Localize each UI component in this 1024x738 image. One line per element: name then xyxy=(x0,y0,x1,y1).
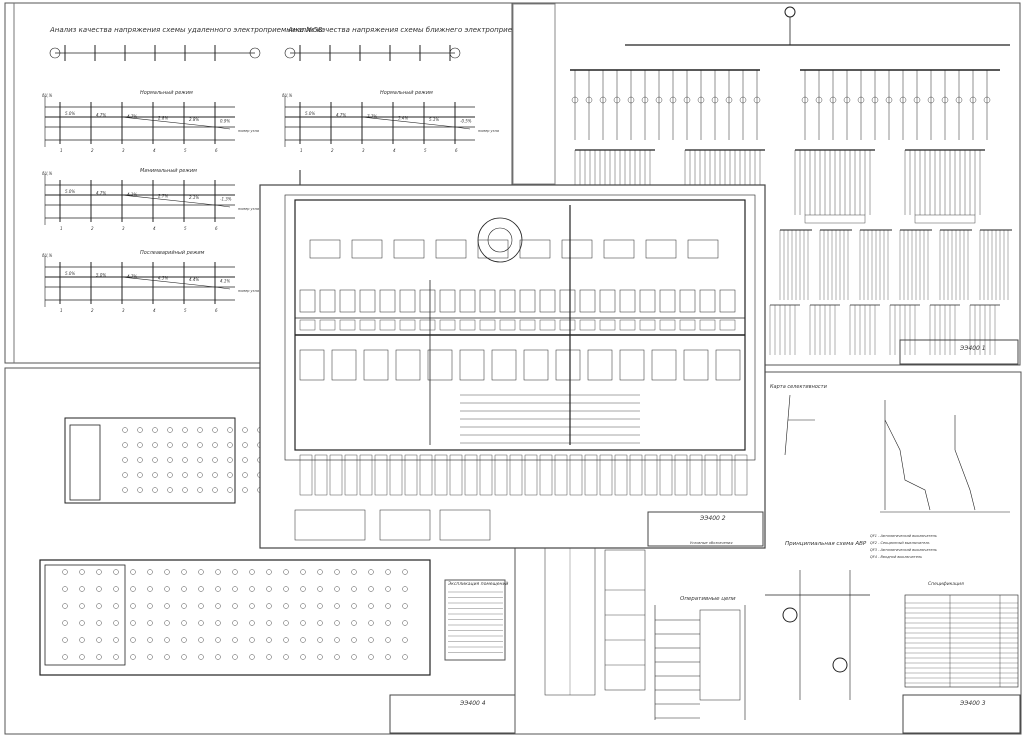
node-tick: 5 xyxy=(424,148,427,153)
chart-left-normal: Нормальный режим δU,% номер узла 1 5.0% 2 4.7%… xyxy=(42,90,259,153)
node-tick: 1 xyxy=(60,226,63,231)
node-tick: 6 xyxy=(215,308,218,313)
node-tick: 6 xyxy=(455,148,458,153)
sheet-floor-plan: ЭЭ400 2 Условные обозначения xyxy=(259,184,766,549)
svg-text:δU,%: δU,% xyxy=(282,93,293,98)
value-label: 4.7% xyxy=(96,113,106,118)
node-tick: 1 xyxy=(300,148,303,153)
node-tick: 4 xyxy=(393,148,396,153)
chart-title: Карта селективности xyxy=(770,384,828,390)
node-tick: 2 xyxy=(91,148,94,153)
chart-mode-title: Нормальный режим xyxy=(380,90,433,96)
value-label: 5.4% xyxy=(398,116,408,121)
chart-left-postfault: Послеаварийный режим δU,% номер узла 1 5.0% 2… xyxy=(42,250,259,313)
svg-text:δU,%: δU,% xyxy=(42,93,53,98)
node-tick: 4 xyxy=(153,148,156,153)
node-tick: 6 xyxy=(215,148,218,153)
svg-text:δU,%: δU,% xyxy=(42,253,53,258)
value-label: 2.1% xyxy=(189,195,199,200)
value-label: 4.7% xyxy=(96,191,106,196)
stamp-sheet2: ЭЭ400 1 xyxy=(959,345,986,352)
value-label: 0.9% xyxy=(220,119,230,124)
legend-title: Экспликация помещений xyxy=(447,581,508,587)
svg-text:номер узла: номер узла xyxy=(238,207,259,211)
plan-note: Условные обозначения xyxy=(690,541,732,545)
node-tick: 2 xyxy=(91,226,94,231)
value-label: -1.3% xyxy=(220,197,232,202)
title-left: Анализ качества напряжения схемы удаленн… xyxy=(49,26,323,34)
node-tick: 5 xyxy=(184,226,187,231)
legend-item: QF1 - Автоматический выключатель xyxy=(870,534,937,538)
spec-title: Спецификация xyxy=(928,581,964,587)
value-label: 5.0% xyxy=(65,189,75,194)
value-label: 5.0% xyxy=(65,111,75,116)
abp-title: Принципиальная схема АВР xyxy=(785,541,867,547)
value-label: 2.7% xyxy=(158,194,168,199)
value-label: 4.4% xyxy=(189,277,199,282)
value-label: 4.5% xyxy=(158,276,168,281)
value-label: 4.7% xyxy=(127,114,137,119)
node-tick: 6 xyxy=(215,226,218,231)
node-tick: 3 xyxy=(122,226,125,231)
stamp-sheet5: ЭЭ400 3 xyxy=(959,700,986,707)
sheet-voltage-analysis: Анализ качества напряжения схемы удаленн… xyxy=(4,2,553,364)
legend-item: QF4 - Вводной выключатель xyxy=(870,555,922,559)
node-tick: 5 xyxy=(184,308,187,313)
value-label: 5.0% xyxy=(305,111,315,116)
node-tick: 2 xyxy=(331,148,334,153)
value-label: 5.1% xyxy=(429,117,439,122)
node-tick: 3 xyxy=(122,148,125,153)
title-right: Анализ качества напряжения схемы ближнег… xyxy=(287,26,553,34)
value-label: 4.7% xyxy=(336,113,346,118)
chart-mode-title: Минимальный режим xyxy=(140,168,197,174)
value-label: -0.5% xyxy=(460,119,472,124)
svg-text:номер узла: номер узла xyxy=(478,129,499,133)
value-label: 7.7% xyxy=(367,114,377,119)
svg-text:δU,%: δU,% xyxy=(42,171,53,176)
value-label: 4.7% xyxy=(127,274,137,279)
legend-item: QF2 - Секционный выключатель xyxy=(870,541,930,545)
chart-mode-title: Нормальный режим xyxy=(140,90,193,96)
stamp-sheet4: ЭЭ400 4 xyxy=(459,700,486,707)
node-tick: 4 xyxy=(153,226,156,231)
node-tick: 5 xyxy=(184,148,187,153)
node-tick: 1 xyxy=(60,148,63,153)
node-tick: 1 xyxy=(60,308,63,313)
value-label: 2.8% xyxy=(189,117,199,122)
stamp-sheet3: ЭЭ400 2 xyxy=(699,515,726,522)
node-tick: 4 xyxy=(153,308,156,313)
value-label: 2.8% xyxy=(158,116,168,121)
node-tick: 3 xyxy=(362,148,365,153)
svg-text:номер узла: номер узла xyxy=(238,289,259,293)
chart-mode-title: Послеаварийный режим xyxy=(140,250,205,256)
value-label: 5.0% xyxy=(96,273,106,278)
legend-item: QF3 - Автоматический выключатель xyxy=(870,548,937,552)
svg-text:номер узла: номер узла xyxy=(238,129,259,133)
ops-title: Оперативные цепи xyxy=(680,596,736,602)
node-tick: 3 xyxy=(122,308,125,313)
value-label: 5.0% xyxy=(65,271,75,276)
value-label: 4.1% xyxy=(127,192,137,197)
value-label: 4.1% xyxy=(220,279,230,284)
node-tick: 2 xyxy=(91,308,94,313)
chart-left-minimal: Минимальный режим δU,% номер узла 1 5.0% 2 4.7… xyxy=(42,168,259,231)
chart-right-normal: Нормальный режим δU,% номер узла 1 5.0% 2 4.7%… xyxy=(282,90,499,153)
